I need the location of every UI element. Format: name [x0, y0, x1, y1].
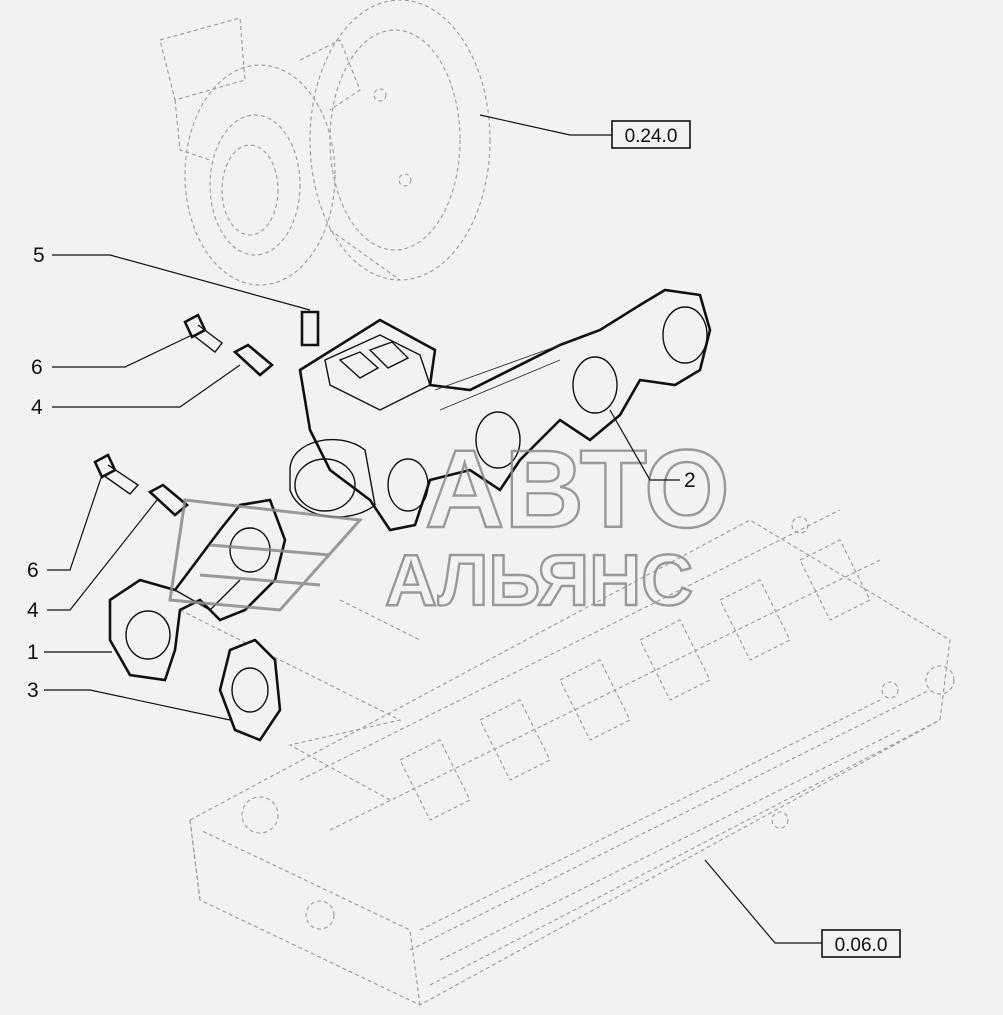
callout-4-lower: 4	[27, 599, 39, 622]
reference-turbocharger[interactable]: 0.24.0	[611, 120, 691, 149]
bolt-upper	[183, 313, 223, 353]
reference-box-cylinder-head[interactable]	[821, 929, 901, 958]
watermark-line1: АВТО	[425, 428, 730, 551]
callouts: 5 6 4 6 4 1 3 2	[27, 244, 696, 702]
callout-2: 2	[684, 469, 696, 492]
watermark-line2: АЛЬЯНС	[385, 541, 693, 621]
exhaust-manifold-rear	[289, 288, 712, 532]
callout-3: 3	[27, 679, 39, 702]
spacer-lower	[147, 483, 190, 517]
watermark: АВТО АЛЬЯНС	[168, 427, 731, 622]
stud	[300, 310, 320, 347]
callout-6-upper: 6	[31, 356, 43, 379]
cylinder-head-phantom	[179, 509, 955, 1006]
turbocharger-phantom	[159, 0, 491, 286]
leader-lines	[44, 114, 822, 944]
reference-label-cylinder-head: 0.06.0	[835, 935, 888, 956]
callout-1: 1	[27, 641, 39, 664]
exhaust-manifold-front	[108, 498, 287, 682]
callout-4-upper: 4	[31, 396, 43, 419]
spacer-upper	[232, 343, 275, 377]
reference-label-turbocharger: 0.24.0	[625, 126, 678, 147]
callout-5: 5	[33, 244, 45, 267]
bolt-lower	[93, 453, 140, 495]
callout-6-lower: 6	[27, 559, 39, 582]
manifold-gasket	[218, 638, 282, 742]
reference-cylinder-head[interactable]: 0.06.0	[821, 929, 901, 958]
reference-box-turbocharger[interactable]	[611, 120, 691, 149]
